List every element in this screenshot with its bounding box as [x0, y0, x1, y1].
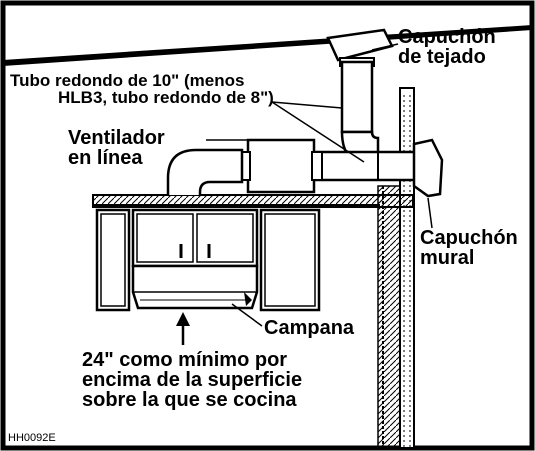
hood-duct — [166, 148, 244, 195]
exterior-wall — [377, 87, 415, 449]
range-hood — [131, 264, 259, 310]
roof-cap-label-line1: Capuchón — [398, 26, 496, 48]
roof-cap-label: Capuchón de tejado — [398, 27, 496, 67]
min-height-label-line3: sobre la que se cocina — [82, 389, 297, 411]
inline-fan-label-line1: Ventilador — [68, 127, 165, 149]
round-duct-label-line2: HLB3, tubo redondo de 8") — [58, 88, 274, 107]
wall-cap-label: Capuchón mural — [420, 228, 518, 268]
min-height-label-line1: 24" como mínimo por — [82, 349, 288, 371]
inline-fan-label-line2: en línea — [68, 147, 143, 169]
min-height-arrow — [176, 312, 190, 345]
wall-cap-label-line1: Capuchón — [420, 227, 518, 249]
wall-cap — [412, 138, 444, 198]
inline-fan — [239, 138, 323, 194]
wall-cap-label-line2: mural — [420, 247, 475, 269]
horizontal-duct — [313, 150, 417, 182]
min-height-label: 24" como mínimo por encima de la superfi… — [82, 350, 302, 410]
inline-fan-label: Ventilador en línea — [68, 128, 165, 168]
min-height-label-line2: encima de la superficie — [82, 369, 303, 391]
round-duct-label-line1: Tubo redondo de 10" (menos — [10, 71, 245, 90]
figure-code: HH0092E — [8, 432, 56, 444]
roof-cap-label-line2: de tejado — [398, 46, 486, 68]
hood-label: Campana — [264, 317, 355, 339]
leader-lines — [206, 43, 433, 327]
ceiling-soffit — [92, 194, 414, 208]
round-duct-label: Tubo redondo de 10" (menos HLB3, tubo re… — [10, 72, 274, 106]
cabinets — [95, 208, 321, 312]
roof-line — [3, 25, 532, 66]
